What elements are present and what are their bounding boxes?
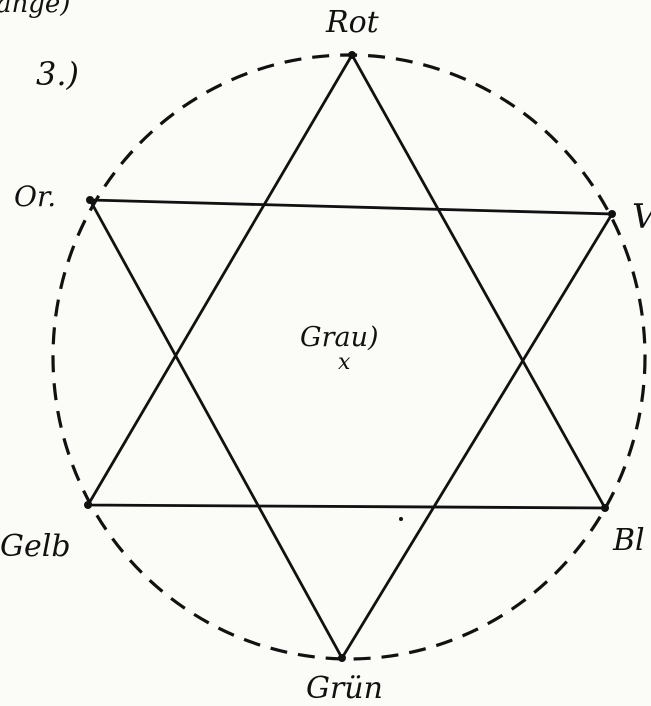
label-gruen: Grün bbox=[306, 671, 383, 706]
center-marker: x bbox=[338, 350, 351, 375]
label-grau: Grau) bbox=[300, 322, 379, 353]
vertex-dot-bottom bbox=[338, 654, 346, 662]
vertex-dot-top bbox=[348, 51, 356, 59]
vertex-dot-lower-left bbox=[84, 501, 92, 509]
vertex-dot-upper-right bbox=[608, 210, 616, 218]
label-blau: Bl bbox=[612, 523, 645, 558]
vertex-dot-upper-left bbox=[86, 196, 94, 204]
figure-number: 3.) bbox=[36, 55, 79, 93]
heading-fragment: ange) bbox=[0, 0, 70, 19]
vertex-dot-lower-right bbox=[601, 504, 609, 512]
label-orange: Or. bbox=[14, 180, 56, 213]
label-gelb: Gelb bbox=[0, 529, 71, 564]
label-violett: V bbox=[632, 197, 651, 237]
vertex-dots bbox=[84, 51, 616, 662]
triangle-up bbox=[85, 52, 608, 510]
triangle-down bbox=[87, 198, 615, 661]
stray-dot bbox=[399, 517, 403, 521]
label-rot: Rot bbox=[325, 5, 380, 40]
